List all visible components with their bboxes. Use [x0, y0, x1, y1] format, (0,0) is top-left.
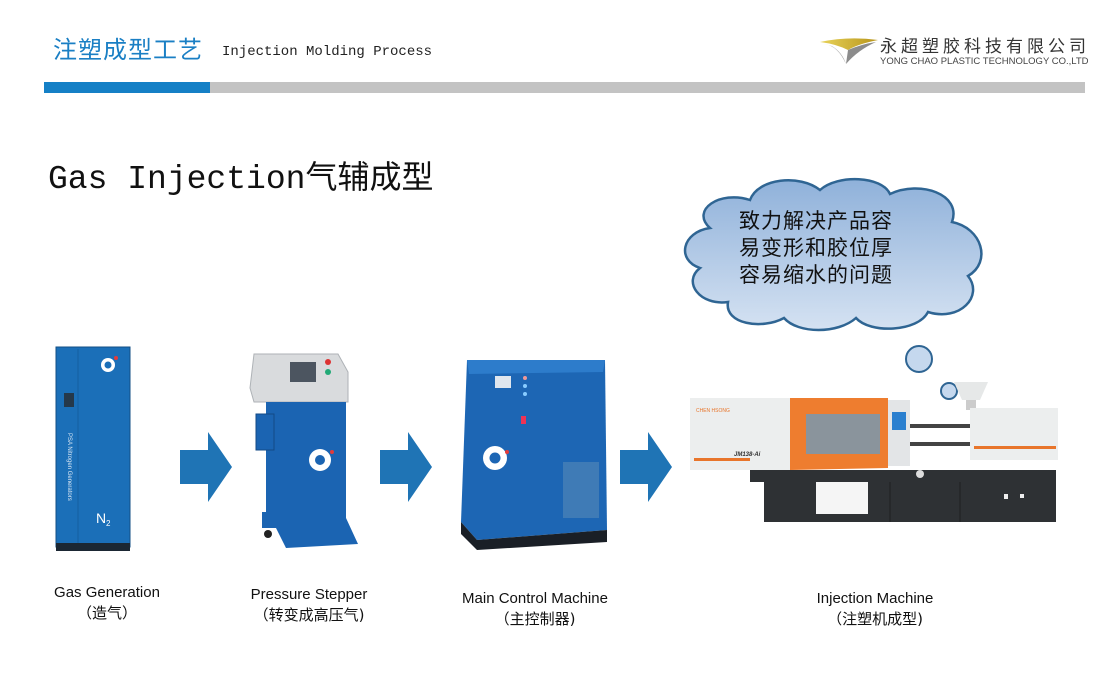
flow-arrow-3-icon	[620, 432, 672, 502]
step-label-cn: （造气）	[76, 604, 137, 622]
callout-line-2: 易变形和胶位厚	[739, 236, 893, 260]
gold-v-logo-icon	[820, 38, 878, 64]
company-name-en: YONG CHAO PLASTIC TECHNOLOGY CO.,LTD	[880, 56, 1089, 67]
svg-text:N: N	[96, 510, 106, 526]
company-name-cn: 永超塑胶科技有限公司	[880, 37, 1090, 57]
callout-line-1: 致力解决产品容	[739, 209, 893, 233]
thought-bubble-small	[940, 382, 958, 400]
step-label-cn: （转变成高压气)	[253, 606, 365, 624]
svg-text:2: 2	[106, 519, 111, 528]
callout-text: 致力解决产品容 易变形和胶位厚 容易缩水的问题	[716, 208, 916, 289]
slide-title-cn: 气辅成型	[305, 158, 434, 196]
header-title-en: Injection Molding Process	[222, 44, 433, 60]
step-label-en: Pressure Stepper	[250, 586, 368, 603]
main-control-machine-image	[461, 360, 607, 550]
step-label-en: Gas Generation	[54, 584, 160, 601]
header-title-cn: 注塑成型工艺	[53, 36, 203, 64]
thought-cloud-callout	[683, 178, 983, 332]
step-caption-gas-generation: Gas Generation （造气）	[37, 582, 177, 624]
step-label-en: Main Control Machine	[462, 590, 608, 607]
callout-line-3: 容易缩水的问题	[739, 263, 893, 287]
step-label-en: Injection Machine	[816, 590, 934, 607]
thought-bubble-medium	[905, 345, 933, 373]
svg-text:JM138-Ai: JM138-Ai	[734, 452, 761, 458]
svg-text:PSA Nitrogen Generators: PSA Nitrogen Generators	[66, 433, 72, 501]
step-label-cn: （注塑机成型)	[827, 610, 923, 628]
header-accent-bar	[44, 82, 210, 93]
slide-title: Gas Injection气辅成型	[48, 152, 433, 198]
nitrogen-generator-image: PSA Nitrogen Generators N 2	[55, 346, 131, 551]
svg-text:CHEN HSONG: CHEN HSONG	[696, 408, 730, 414]
slide-title-en: Gas Injection	[48, 161, 306, 198]
step-caption-main-control: Main Control Machine （主控制器)	[440, 588, 630, 630]
step-label-cn: （主控制器)	[494, 610, 576, 628]
injection-machine-image: CHEN HSONG JM138-Ai	[690, 382, 1058, 522]
step-caption-pressure-stepper: Pressure Stepper （转变成高压气)	[234, 584, 384, 626]
step-caption-injection-machine: Injection Machine （注塑机成型)	[790, 588, 960, 630]
flow-arrow-1-icon	[180, 432, 232, 502]
header-divider-bar	[210, 82, 1085, 93]
pressure-stepper-image	[249, 353, 358, 548]
flow-arrow-2-icon	[380, 432, 432, 502]
